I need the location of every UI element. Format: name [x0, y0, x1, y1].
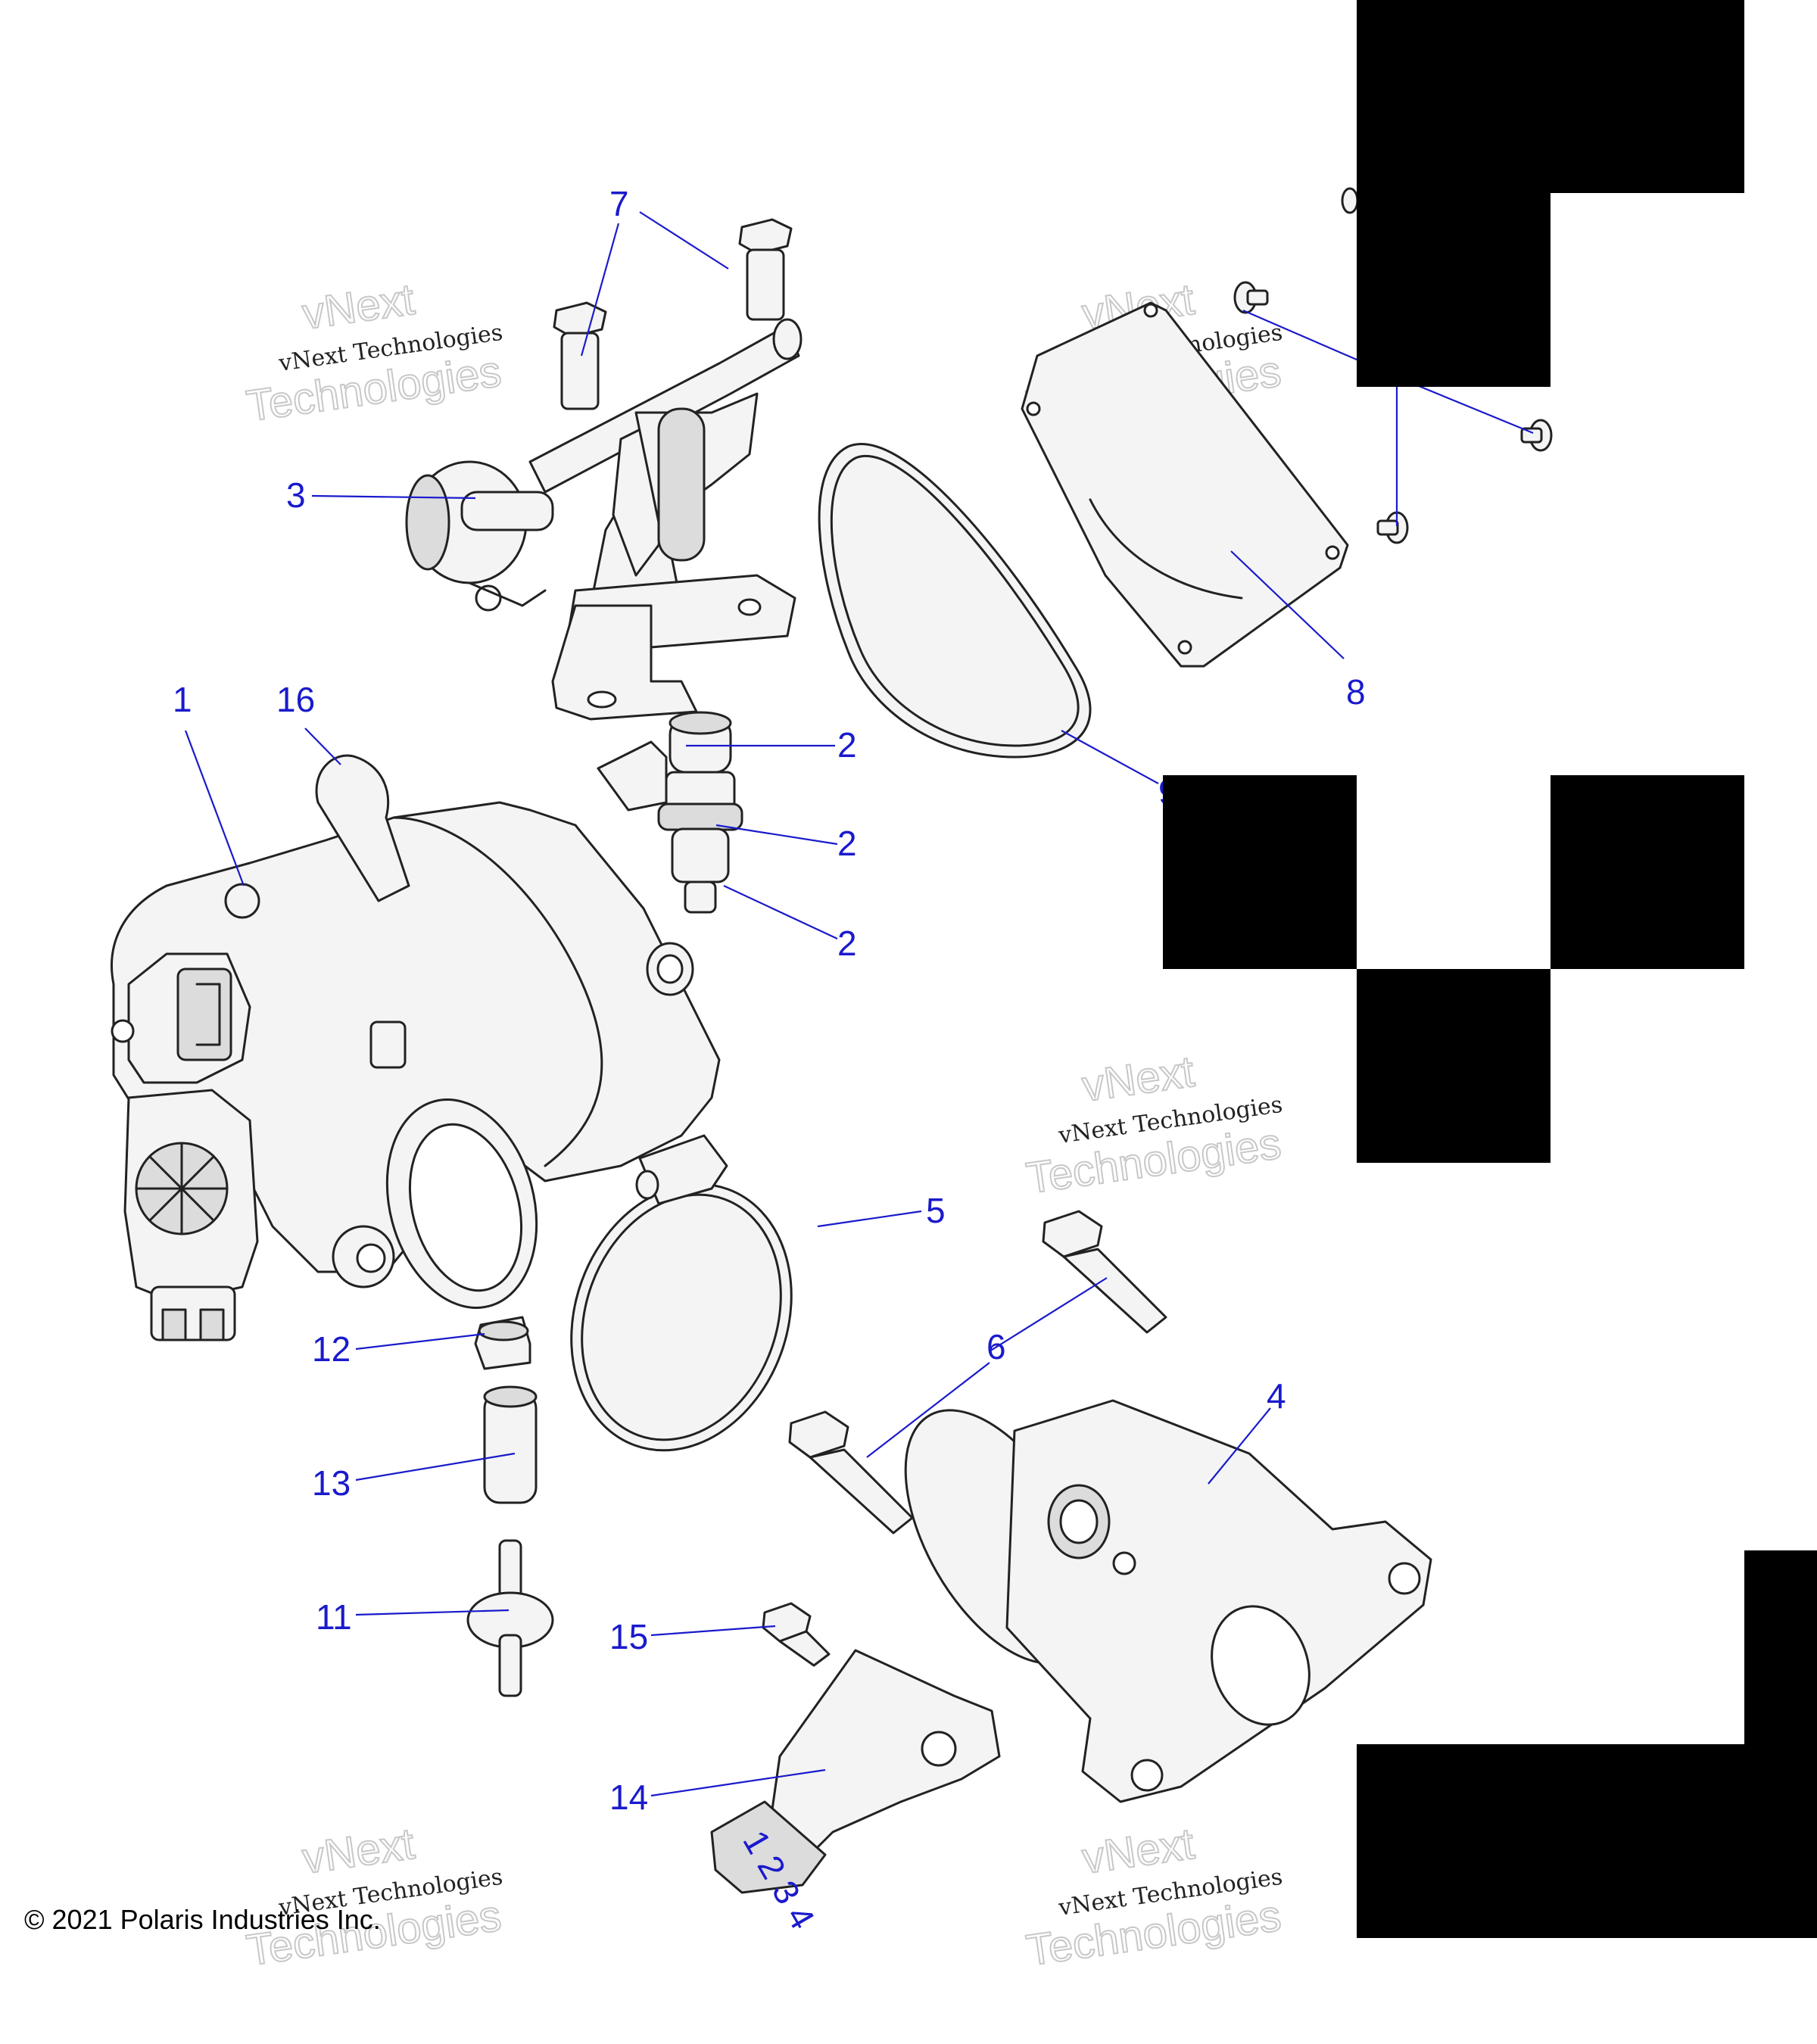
callout-3: 3	[286, 475, 306, 515]
screw-3	[1376, 511, 1409, 544]
leader-8	[1230, 550, 1345, 659]
leader-7b	[639, 211, 729, 270]
callout-2b: 2	[837, 824, 857, 863]
leader-14	[650, 1768, 826, 1797]
part-15-screw	[762, 1602, 831, 1667]
leader-2c	[723, 885, 838, 939]
leader-16	[304, 728, 341, 765]
part-11-check-valve	[466, 1539, 554, 1697]
redaction-block	[1163, 775, 1357, 969]
callout-11: 11	[316, 1597, 352, 1637]
leader-1	[184, 730, 245, 886]
leader-3	[311, 494, 476, 500]
callout-6: 6	[986, 1327, 1006, 1366]
part-4-intake-manifold	[904, 1399, 1432, 1803]
leader-4	[1208, 1407, 1271, 1485]
leader-6a	[989, 1277, 1108, 1352]
part-16-cap	[315, 754, 410, 902]
callout-5: 5	[926, 1191, 946, 1230]
watermark-1: vNext vNext Technologies Technologies	[243, 274, 505, 432]
redaction-block	[1357, 969, 1551, 1163]
redaction-block	[1744, 1550, 1817, 1744]
redaction-blocks	[1163, 0, 1817, 1938]
part-13-hose	[483, 1385, 538, 1504]
part-9-oring	[818, 443, 1092, 759]
callout-2c: 2	[837, 924, 857, 963]
part-1-throttle-body	[111, 801, 721, 1341]
callout-8: 8	[1346, 672, 1366, 712]
leader-7a	[580, 223, 620, 357]
leader-5	[817, 1210, 922, 1228]
callout-14: 14	[609, 1778, 648, 1817]
redaction-block	[1357, 1744, 1817, 1938]
watermark-brand-outline: vNext	[299, 275, 417, 339]
leader-15	[650, 1625, 776, 1637]
callout-1: 1	[173, 680, 192, 719]
watermark-brand-outline: vNext	[1079, 1819, 1197, 1884]
callout-15: 15	[609, 1617, 648, 1656]
leader-11	[355, 1609, 510, 1616]
part-6-bolts	[788, 1210, 1167, 1535]
bolt-6a	[1042, 1210, 1167, 1334]
copyright-notice: © 2021 Polaris Industries Inc.	[24, 1904, 381, 1935]
redaction-block	[1357, 193, 1551, 387]
part-5-hose-clamp	[570, 1134, 793, 1452]
callout-7: 7	[609, 184, 629, 223]
redaction-block	[1551, 775, 1744, 969]
callout-13: 13	[312, 1463, 351, 1503]
screw-1	[1233, 281, 1269, 314]
leader-6b	[866, 1362, 990, 1458]
watermark-4: vNext vNext Technologies Technologies	[1023, 1046, 1285, 1204]
part-3-fuel-rail	[405, 318, 803, 721]
redaction-block	[1357, 0, 1744, 193]
screw-2	[1520, 419, 1553, 452]
screw-4	[1341, 187, 1359, 214]
part-12-clip	[474, 1316, 531, 1370]
part-2-fuel-injector	[597, 711, 743, 914]
part-8-cover-plate	[1021, 301, 1349, 668]
bolt-7a	[553, 301, 607, 410]
callout-16: 16	[276, 680, 315, 719]
watermark-brand-outline: vNext	[1079, 1047, 1197, 1111]
callout-12: 12	[312, 1329, 351, 1369]
part-7-bolts	[553, 218, 793, 410]
leader-9	[1061, 730, 1159, 784]
leader-12	[355, 1332, 485, 1351]
leader-2b	[715, 824, 838, 846]
callout-2a: 2	[837, 725, 857, 765]
watermark-5: vNext vNext Technologies Technologies	[243, 1818, 505, 1976]
part-14-map-sensor: 1 2 3 4	[710, 1649, 1001, 1936]
bolt-6b	[788, 1410, 914, 1535]
bolt-7b	[738, 218, 793, 321]
callout-4: 4	[1267, 1376, 1286, 1416]
leader-13	[355, 1452, 516, 1482]
watermark-brand-outline: vNext	[299, 1819, 417, 1884]
watermark-6: vNext vNext Technologies Technologies	[1023, 1818, 1285, 1976]
